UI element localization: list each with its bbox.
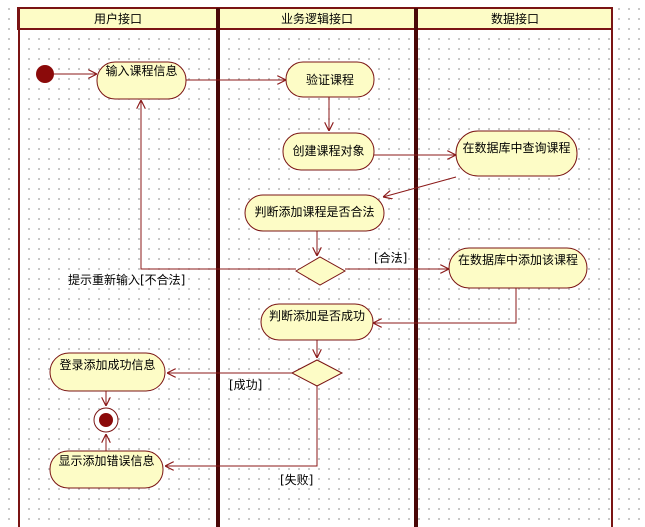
action-judge-success-label: 判断添加是否成功 xyxy=(269,308,365,323)
action-judge-valid: 判断添加课程是否合法 xyxy=(244,194,385,232)
final-node xyxy=(93,407,119,433)
action-input-course: 输入课程信息 xyxy=(96,61,187,100)
guard-failure: [失败] xyxy=(280,472,313,487)
action-show-error-info-label: 显示添加错误信息 xyxy=(58,453,154,468)
action-input-course-label: 输入课程信息 xyxy=(105,63,177,78)
edges xyxy=(54,74,517,466)
action-query-course: 在数据库中查询课程 xyxy=(455,130,578,177)
action-query-course-label: 在数据库中查询课程 xyxy=(462,140,570,155)
decision-success xyxy=(290,359,344,387)
action-login-success-info: 登录添加成功信息 xyxy=(49,352,166,392)
action-verify-course: 验证课程 xyxy=(285,61,375,98)
lane-title-data: 数据接口 xyxy=(491,11,539,26)
action-add-course-label: 在数据库中添加该课程 xyxy=(458,252,578,267)
action-judge-success: 判断添加是否成功 xyxy=(260,303,374,341)
action-create-course-object: 创建课程对象 xyxy=(282,132,375,171)
lane-title-user: 用户接口 xyxy=(94,11,142,26)
decision-diamond-2 xyxy=(290,359,344,387)
edge-failure-to-error-info xyxy=(165,386,318,466)
action-verify-course-label: 验证课程 xyxy=(306,72,354,87)
swimlane-dividers xyxy=(18,8,613,527)
action-judge-valid-label: 判断添加课程是否合法 xyxy=(254,204,374,219)
edge-add-to-judge-success xyxy=(373,288,517,323)
action-show-error-info: 显示添加错误信息 xyxy=(49,450,164,489)
guard-invalid: 提示重新输入[不合法] xyxy=(68,272,185,287)
guard-success: [成功] xyxy=(229,378,262,392)
lane-title-logic: 业务逻辑接口 xyxy=(281,11,353,26)
decision-diamond-1 xyxy=(295,256,347,286)
decision-valid xyxy=(295,256,347,286)
final-node-dot xyxy=(99,413,113,427)
guard-valid: [合法] xyxy=(374,250,407,265)
initial-node xyxy=(36,65,54,83)
edge-query-to-judge xyxy=(383,176,457,197)
action-create-course-object-label: 创建课程对象 xyxy=(292,143,364,158)
swimlane-headers: 用户接口 业务逻辑接口 数据接口 xyxy=(17,7,613,30)
edge-invalid-back-to-input xyxy=(141,100,296,270)
action-login-success-info-label: 登录添加成功信息 xyxy=(59,357,155,372)
action-add-course: 在数据库中添加该课程 xyxy=(448,247,588,289)
